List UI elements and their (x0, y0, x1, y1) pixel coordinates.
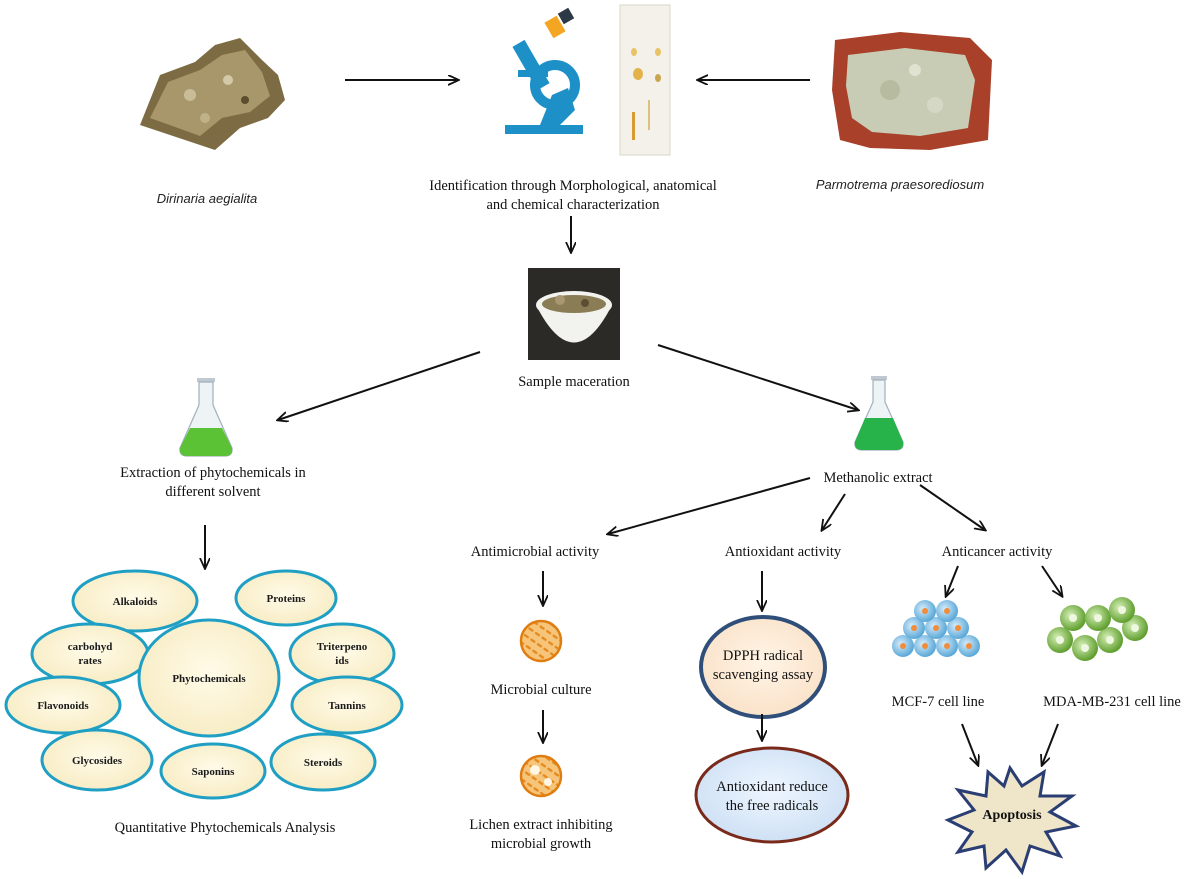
dirinaria-label: Dirinaria aegialita (157, 191, 257, 206)
arrow-maceration-to-extraction (278, 351, 481, 420)
identification-line1: Identification through Morphological, an… (429, 178, 717, 194)
flask-right-icon (854, 376, 904, 451)
node-proteins (234, 569, 338, 627)
node-proteins-label: Proteins (267, 593, 307, 605)
extraction-line2: different solvent (165, 484, 260, 500)
arrow-mda-to-apoptosis (1042, 723, 1059, 765)
node-steroids (269, 732, 377, 792)
node-tannins-label: Tannins (328, 700, 366, 712)
mda-label: MDA-MB-231 cell line (1043, 694, 1181, 710)
node-glycosides (40, 728, 154, 792)
node-glycosides-label: Glycosides (72, 755, 123, 767)
mcf7-cells-icon (892, 600, 980, 657)
node-triterpenoids (288, 622, 396, 686)
node-phytochemicals (137, 618, 281, 738)
node-alkaloids-label: Alkaloids (113, 596, 158, 608)
node-saponins-label: Saponins (192, 766, 236, 778)
extraction-line1: Extraction of phytochemicals in (120, 465, 306, 481)
arrow-anticancer-to-mda (1041, 565, 1062, 596)
mda-cells-icon (1047, 597, 1148, 661)
node-flavonoids-label: Flavonoids (37, 700, 89, 712)
arrow-anticancer-to-mcf7 (946, 565, 959, 596)
arrow-methanolic-to-antioxidant (822, 493, 846, 530)
dpph-line1: DPPH radical (723, 648, 803, 664)
anticancer-title: Anticancer activity (942, 544, 1053, 560)
methanolic-label: Methanolic extract (823, 470, 932, 486)
mortar-image (528, 268, 620, 360)
phyto-caption: Quantitative Phytochemicals Analysis (115, 820, 336, 836)
node-carbohydrates-label-2: rates (78, 655, 102, 667)
identification-line2: and chemical characterization (486, 197, 660, 213)
antioxidant-title: Antioxidant activity (725, 544, 842, 560)
node-carbohydrates-label-1: carbohyd (68, 641, 113, 653)
arrow-methanolic-to-anticancer (919, 484, 985, 530)
apoptosis-label: Apoptosis (982, 808, 1042, 823)
parmotrema-specimen-image (832, 32, 992, 150)
dpph-line2: scavenging assay (713, 667, 814, 683)
node-phytochemicals-label: Phytochemicals (172, 673, 246, 685)
node-saponins (159, 742, 267, 800)
parmotrema-label: Parmotrema praesorediosum (816, 177, 985, 192)
petri-dish-culture-icon (519, 619, 563, 663)
mcf7-label: MCF-7 cell line (892, 694, 985, 710)
arrow-methanolic-to-antimicrobial (608, 477, 811, 534)
antioxidant-reduce-node (694, 746, 850, 844)
node-tannins (290, 675, 404, 735)
reduce-line1: Antioxidant reduce (716, 779, 828, 795)
microscope-icon (505, 7, 583, 134)
reduce-line2: the free radicals (726, 798, 819, 814)
apoptosis-burst (944, 764, 1081, 876)
culture-label: Microbial culture (490, 682, 591, 698)
arrow-maceration-to-methanolic (657, 344, 858, 410)
node-triterpenoids-label-2: ids (335, 655, 349, 667)
maceration-label: Sample maceration (518, 374, 630, 390)
node-steroids-label: Steroids (304, 757, 343, 769)
flask-left-icon (179, 378, 233, 457)
inhibition-line1: Lichen extract inhibiting (469, 817, 612, 833)
node-alkaloids (71, 569, 199, 633)
arrow-mcf7-to-apoptosis (961, 723, 978, 765)
petri-dish-inhibition-icon (519, 754, 563, 798)
antimicrobial-title: Antimicrobial activity (471, 544, 600, 560)
tlc-plate-image (619, 4, 671, 156)
node-carbohydrates (30, 622, 150, 686)
node-flavonoids (4, 675, 122, 735)
node-triterpenoids-label-1: Triterpeno (317, 641, 368, 653)
inhibition-line2: microbial growth (491, 836, 592, 852)
dirinaria-specimen-image (140, 38, 285, 150)
phytochemicals-cluster: Alkaloids Proteins carbohyd rates Phytoc… (4, 569, 404, 800)
